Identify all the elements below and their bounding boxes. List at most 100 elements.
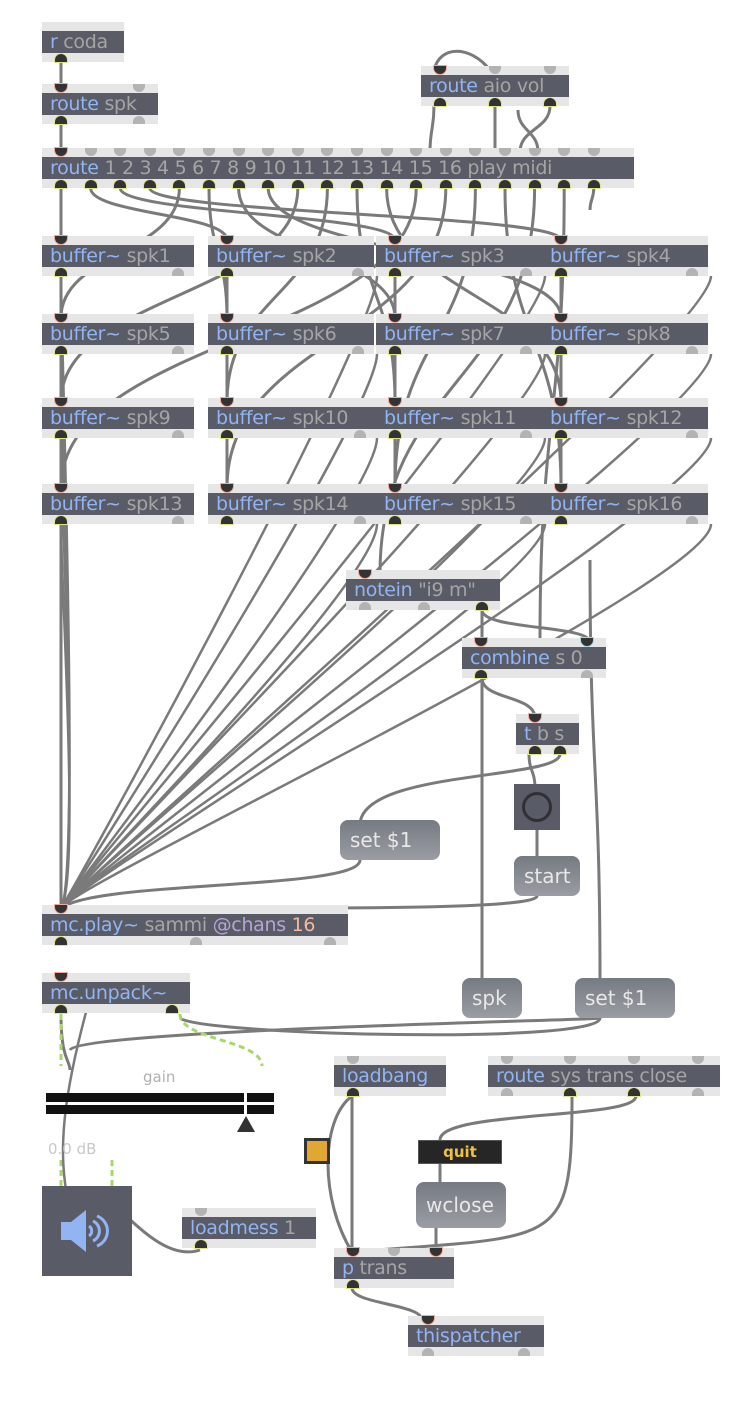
object-route-channels[interactable]: route 1 2 3 4 5 6 7 8 9 10 11 12 13 14 1…: [42, 148, 634, 188]
inlet[interactable]: [434, 66, 446, 74]
outlet[interactable]: [544, 98, 556, 106]
patch-cord[interactable]: [59, 523, 71, 909]
outlet[interactable]: [422, 1348, 434, 1356]
inlet[interactable]: [55, 148, 67, 156]
object-route-aio-vol[interactable]: route aio vol: [421, 66, 569, 106]
object-buffer[interactable]: buffer~ spk3: [376, 236, 542, 276]
outlet[interactable]: [555, 268, 567, 276]
object-buffer[interactable]: buffer~ spk6: [208, 314, 374, 354]
inlet[interactable]: [221, 484, 233, 492]
inlet[interactable]: [489, 66, 501, 74]
patch-cord[interactable]: [178, 1013, 264, 1067]
patch-cord[interactable]: [148, 187, 563, 241]
object-buffer[interactable]: buffer~ spk13: [42, 484, 194, 524]
inlet[interactable]: [555, 484, 567, 492]
object-buffer[interactable]: buffer~ spk16: [542, 484, 708, 524]
outlet[interactable]: [692, 1088, 704, 1096]
object-buffer[interactable]: buffer~ spk11: [376, 398, 542, 438]
inlet[interactable]: [55, 398, 67, 406]
gain-slider[interactable]: [46, 1092, 274, 1132]
inlet[interactable]: [291, 148, 304, 156]
outlet[interactable]: [172, 430, 184, 438]
outlet[interactable]: [55, 268, 67, 276]
outlet[interactable]: [324, 937, 336, 945]
message-wclose[interactable]: wclose: [416, 1182, 506, 1228]
outlet[interactable]: [221, 430, 233, 438]
inlet[interactable]: [469, 148, 482, 156]
inlet[interactable]: [347, 1248, 359, 1256]
inlet[interactable]: [389, 236, 401, 244]
inlet[interactable]: [430, 1248, 442, 1256]
object-buffer[interactable]: buffer~ spk15: [376, 484, 542, 524]
outlet[interactable]: [351, 180, 363, 188]
outlet[interactable]: [581, 670, 593, 678]
inlet[interactable]: [389, 314, 401, 322]
object-buffer[interactable]: buffer~ spk1: [42, 236, 194, 276]
outlet[interactable]: [55, 180, 67, 188]
outlet[interactable]: [354, 430, 366, 438]
object-buffer[interactable]: buffer~ spk5: [42, 314, 194, 354]
outlet[interactable]: [686, 516, 698, 524]
outlet[interactable]: [389, 268, 401, 276]
object-thispatcher[interactable]: thispatcher: [408, 1316, 544, 1356]
patch-cord[interactable]: [428, 105, 436, 153]
outlet[interactable]: [232, 180, 245, 188]
object-mc-unpack[interactable]: mc.unpack~: [42, 973, 190, 1013]
patch-cord[interactable]: [480, 677, 537, 719]
object-buffer[interactable]: buffer~ spk7: [376, 314, 542, 354]
message-start[interactable]: start: [514, 856, 580, 896]
outlet[interactable]: [195, 1240, 207, 1248]
outlet[interactable]: [554, 746, 566, 754]
inlet[interactable]: [380, 148, 393, 156]
quit-button[interactable]: quit: [418, 1140, 502, 1164]
outlet[interactable]: [55, 937, 67, 945]
inlet[interactable]: [321, 148, 334, 156]
outlet[interactable]: [321, 180, 334, 188]
object-mc-play[interactable]: mc.play~ sammi @chans 16: [42, 905, 348, 945]
outlet[interactable]: [499, 180, 511, 188]
patch-cord[interactable]: [588, 559, 602, 981]
outlet[interactable]: [114, 180, 127, 188]
outlet[interactable]: [518, 1348, 530, 1356]
inlet[interactable]: [351, 148, 363, 156]
outlet[interactable]: [84, 180, 97, 188]
outlet[interactable]: [564, 1088, 576, 1096]
patch-cord[interactable]: [89, 187, 229, 241]
inlet[interactable]: [55, 905, 67, 913]
patch-cord[interactable]: [118, 187, 397, 241]
outlet[interactable]: [55, 54, 67, 62]
inlet[interactable]: [55, 973, 67, 981]
patch-cord[interactable]: [59, 187, 300, 403]
object-p-trans[interactable]: p trans: [334, 1248, 454, 1288]
outlet[interactable]: [389, 430, 401, 438]
inlet[interactable]: [439, 148, 452, 156]
outlet[interactable]: [558, 180, 571, 188]
object-loadmess[interactable]: loadmess 1: [182, 1208, 316, 1248]
object-route-sys[interactable]: route sys trans close: [488, 1056, 720, 1096]
inlet[interactable]: [84, 148, 97, 156]
inlet[interactable]: [143, 148, 156, 156]
object-combine[interactable]: combine s 0: [462, 638, 606, 678]
patch-cord[interactable]: [527, 753, 537, 789]
outlet[interactable]: [520, 430, 532, 438]
outlet[interactable]: [166, 1005, 178, 1013]
outlet[interactable]: [439, 180, 452, 188]
inlet[interactable]: [114, 148, 127, 156]
inlet[interactable]: [410, 148, 423, 156]
gain-slider-knob[interactable]: [244, 1092, 247, 1116]
outlet[interactable]: [686, 346, 698, 354]
object-route-spk[interactable]: route spk: [42, 84, 158, 124]
inlet[interactable]: [564, 1056, 576, 1064]
outlet[interactable]: [291, 180, 304, 188]
patch-cord[interactable]: [326, 1094, 354, 1253]
object-loadbang[interactable]: loadbang: [334, 1056, 446, 1096]
patch-cord[interactable]: [179, 1016, 602, 1037]
inlet[interactable]: [232, 148, 245, 156]
inlet[interactable]: [501, 1056, 513, 1064]
outlet[interactable]: [172, 268, 184, 276]
message-set-a[interactable]: set $1: [340, 820, 440, 860]
outlet[interactable]: [347, 1088, 359, 1096]
toggle[interactable]: [304, 1138, 330, 1164]
outlet[interactable]: [476, 602, 488, 610]
outlet[interactable]: [529, 746, 541, 754]
